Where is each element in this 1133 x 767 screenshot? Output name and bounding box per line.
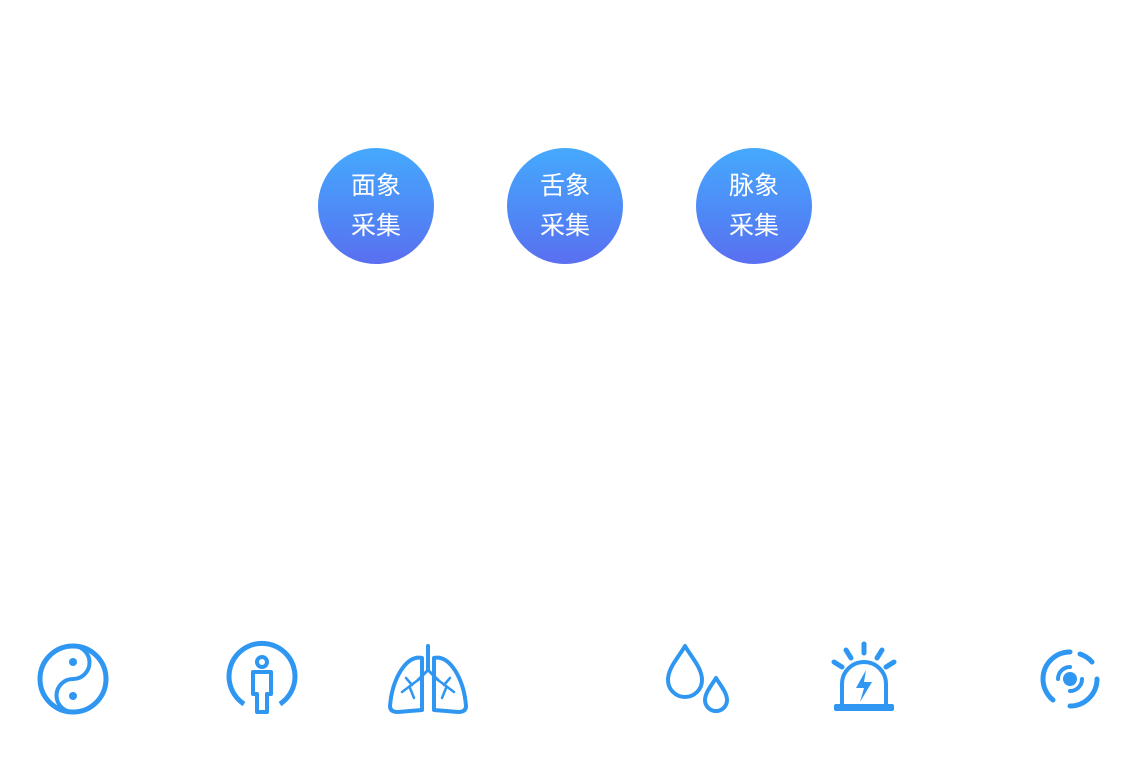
water-drops-icon[interactable] bbox=[660, 640, 740, 720]
person-icon[interactable] bbox=[222, 640, 302, 720]
pulse-collection-button[interactable]: 脉象 采集 bbox=[696, 148, 812, 264]
lungs-icon[interactable] bbox=[386, 640, 470, 720]
tongue-collection-label-2: 采集 bbox=[539, 211, 590, 240]
pulse-collection-label-1: 脉象 bbox=[728, 171, 779, 200]
pulse-collection-label-2: 采集 bbox=[728, 211, 779, 240]
yin-yang-icon[interactable] bbox=[33, 640, 113, 720]
signal-target-icon[interactable] bbox=[1030, 640, 1110, 720]
face-collection-label-1: 面象 bbox=[350, 171, 401, 200]
tongue-collection-label-1: 舌象 bbox=[539, 171, 590, 200]
face-collection-label-2: 采集 bbox=[350, 211, 401, 240]
face-collection-button[interactable]: 面象 采集 bbox=[318, 148, 434, 264]
alarm-siren-icon[interactable] bbox=[828, 640, 900, 720]
tongue-collection-button[interactable]: 舌象 采集 bbox=[507, 148, 623, 264]
